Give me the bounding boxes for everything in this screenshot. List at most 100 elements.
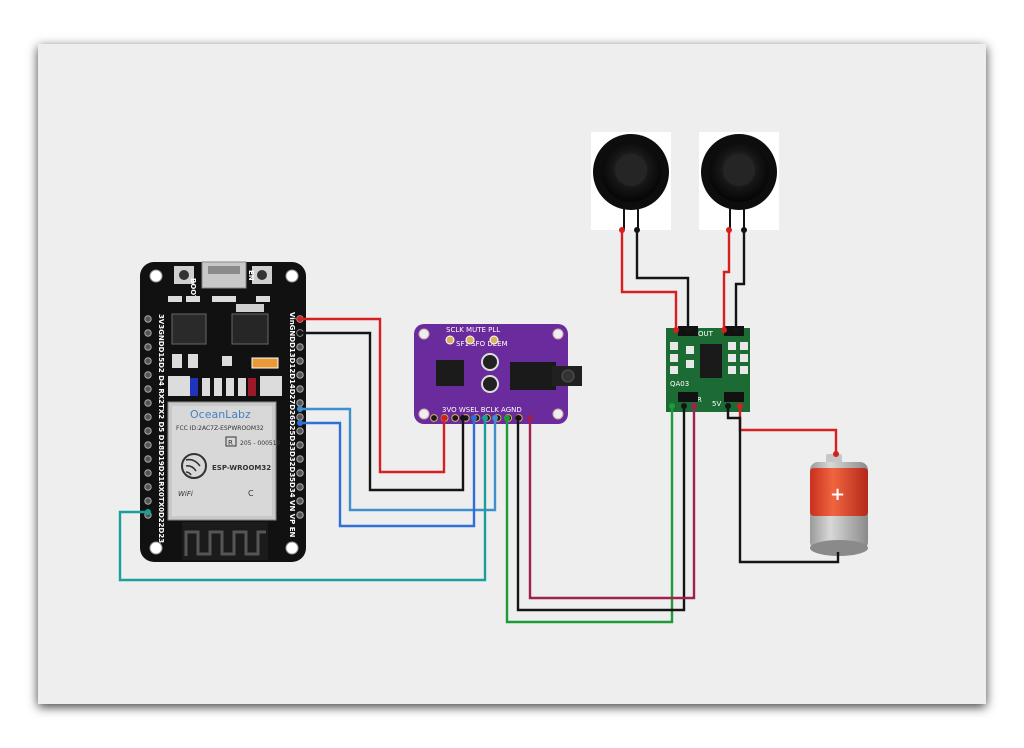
wire-maroon[interactable] — [528, 406, 696, 600]
esp32-header-pin[interactable] — [144, 315, 152, 323]
wire-endpoint-dot — [297, 420, 303, 426]
esp32-header-pin[interactable] — [144, 441, 152, 449]
amp-pin[interactable] — [724, 392, 734, 402]
amp-smd-component — [728, 366, 736, 374]
smd-component — [172, 354, 182, 368]
wire-endpoint-dot — [145, 509, 151, 515]
wire-endpoint-dot — [441, 415, 447, 421]
dac-pad — [445, 335, 455, 345]
wire-endpoint-dot — [527, 415, 533, 421]
speaker-right — [699, 132, 779, 230]
esp32-header-pin[interactable] — [144, 497, 152, 505]
dac-header-pin[interactable] — [451, 414, 460, 422]
esp32-header-pin[interactable] — [144, 399, 152, 407]
wire-green[interactable] — [505, 406, 674, 624]
wire-endpoint-dot — [673, 327, 679, 333]
wire-speaker-right-black[interactable] — [734, 230, 746, 330]
esp32-left-header — [144, 315, 152, 519]
amp-chip — [700, 344, 722, 378]
esp32-right-header — [296, 315, 304, 519]
wire-endpoint-dot — [297, 406, 303, 412]
wire-endpoint-dot — [726, 227, 732, 233]
wire-speaker-left-black[interactable] — [635, 230, 690, 330]
r-mark-box — [225, 436, 237, 447]
wires — [118, 230, 840, 624]
wire-endpoint-dot — [669, 403, 675, 409]
wire-speaker-right-red[interactable] — [722, 230, 731, 330]
wire-endpoint-dot — [721, 327, 727, 333]
amp-pin[interactable] — [678, 392, 688, 402]
wire-light-blue[interactable] — [300, 407, 497, 512]
wire-endpoint-dot — [634, 227, 640, 233]
amp-smd-component — [670, 366, 678, 374]
blue-led — [190, 378, 198, 396]
esp32-header-pin[interactable] — [296, 455, 304, 463]
espressif-logo — [181, 453, 207, 479]
dac-header-pin[interactable] — [430, 414, 438, 422]
wire-speaker-left-red[interactable] — [620, 230, 678, 330]
boot-label: BOOT — [189, 278, 197, 300]
esp32-header-pin[interactable] — [296, 427, 304, 435]
esp32-header-pin[interactable] — [296, 483, 304, 491]
amp-pin[interactable] — [734, 326, 744, 336]
amp-pin[interactable] — [734, 392, 744, 402]
wire-amp-gnd-black[interactable] — [726, 406, 840, 564]
esp32-header-pin[interactable] — [296, 413, 304, 421]
esp32-header-pin[interactable] — [296, 497, 304, 505]
esp32-header-pin[interactable] — [296, 357, 304, 365]
wire-endpoint-dot — [492, 415, 498, 421]
wire-endpoint-dot — [725, 403, 731, 409]
esp32-header-pin[interactable] — [144, 427, 152, 435]
esp32-header-pin[interactable] — [144, 329, 152, 337]
smd-component — [202, 378, 210, 396]
dac-board: SCLK MUTE PLL SF1 SFO DEEM 3VO WSEL BCLK… — [414, 324, 582, 424]
esp32-header-pin[interactable] — [296, 441, 304, 449]
esp32-header-pin[interactable] — [144, 371, 152, 379]
wire-black-lr[interactable] — [516, 406, 686, 612]
battery: + — [810, 454, 868, 556]
espressif-logo-mark — [185, 458, 201, 476]
esp32-header-pin[interactable] — [144, 385, 152, 393]
speaker-right-leads — [729, 206, 745, 230]
esp32-header-pin[interactable] — [144, 413, 152, 421]
amp-smd-component — [728, 354, 736, 362]
wire-vin-red[interactable] — [300, 317, 446, 474]
fcc-label: FCC ID:2AC7Z-ESPWROOM32 — [176, 425, 264, 432]
wire-endpoint-dot — [471, 415, 477, 421]
esp32-header-pin[interactable] — [296, 371, 304, 379]
wifi-label: WiFi — [178, 490, 193, 498]
usb-serial-chip — [171, 313, 207, 345]
usb-port-inner — [208, 266, 240, 274]
esp32-header-pin[interactable] — [144, 455, 152, 463]
wire-endpoint-dot — [460, 415, 466, 421]
amp-pin[interactable] — [688, 392, 698, 402]
amp-pin[interactable] — [678, 326, 688, 336]
capacitor — [251, 357, 279, 369]
wire-amp-5v-red[interactable] — [738, 406, 838, 454]
esp32-header-pin[interactable] — [144, 483, 152, 491]
esp32-header-pin[interactable] — [296, 469, 304, 477]
dac-pcb — [414, 324, 568, 424]
esp32-header-pin[interactable] — [144, 469, 152, 477]
amp-smd-component — [740, 342, 748, 350]
smd-component — [214, 378, 222, 396]
wire-gnd-black[interactable] — [300, 331, 465, 492]
esp32-mount-hole — [285, 541, 299, 555]
dac-mount-hole — [418, 408, 430, 420]
esp32-header-pin[interactable] — [296, 385, 304, 393]
esp32-right-pin-labels: VinGNDD13D12D14D27D26D25D33D32D35D34 VN … — [288, 312, 296, 538]
amp-pin[interactable] — [724, 326, 734, 336]
esp32-header-pin[interactable] — [144, 343, 152, 351]
esp32-header-pin[interactable] — [296, 399, 304, 407]
wire-blue[interactable] — [300, 418, 476, 528]
wire-endpoint-dot — [733, 327, 739, 333]
dac-pad — [465, 335, 475, 345]
esp32-header-pin[interactable] — [144, 357, 152, 365]
wire-teal[interactable] — [118, 418, 487, 582]
esp32-header-pin[interactable] — [296, 511, 304, 519]
esp32-header-pin[interactable] — [296, 343, 304, 351]
wire-endpoint-dot — [515, 415, 521, 421]
amp-pin[interactable] — [688, 326, 698, 336]
amplifier-board: OUT QA03 R L 5V — [666, 326, 750, 412]
dac-mount-hole — [552, 328, 564, 340]
